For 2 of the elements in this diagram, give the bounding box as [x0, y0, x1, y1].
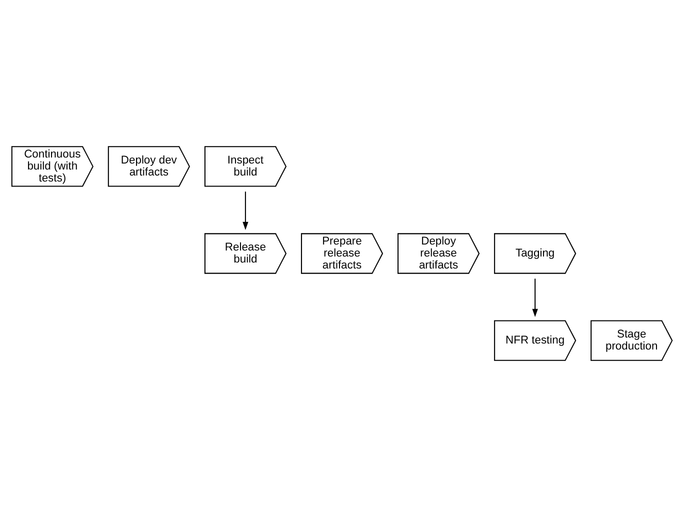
arrow	[242, 191, 248, 230]
arrow	[532, 278, 538, 316]
